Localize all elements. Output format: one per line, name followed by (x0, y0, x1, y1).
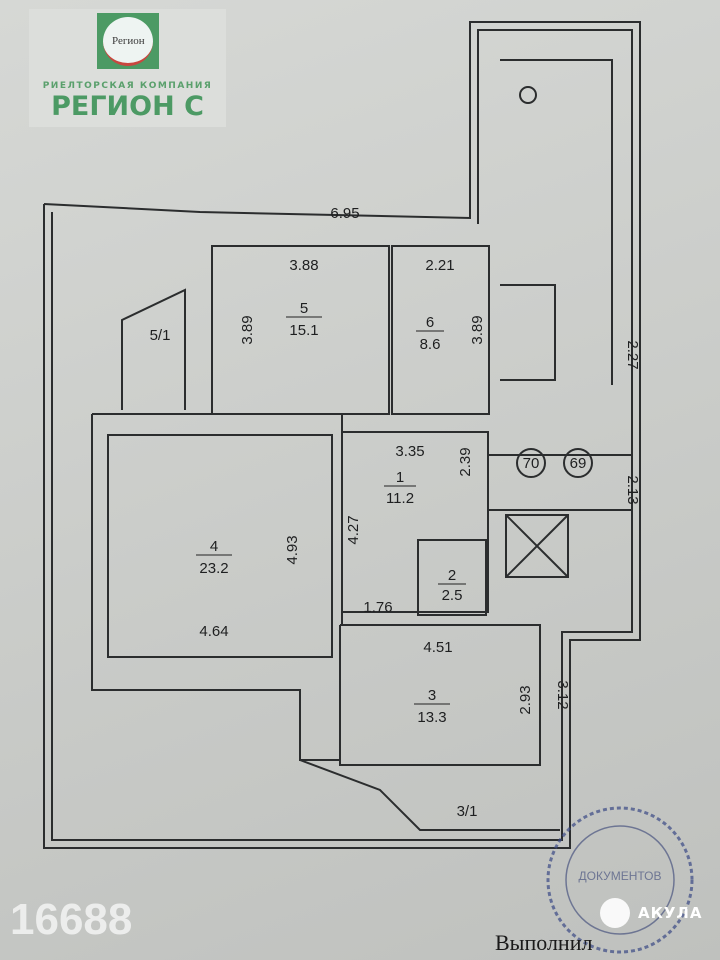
dim-r1-side: 4.27 (345, 515, 362, 544)
brand-watermark: АКУЛА (600, 898, 703, 928)
dim-r1-height: 2.39 (457, 447, 474, 476)
room-2-number: 2 (448, 567, 456, 584)
apt-70-label: 70 (523, 455, 540, 472)
dim-r4-height: 4.93 (284, 535, 301, 564)
room-1-area: 11.2 (386, 490, 414, 507)
room-4-number: 4 (210, 538, 218, 555)
dimension-labels: 6.95 3.88 3.89 2.21 3.89 3.35 2.39 4.27 … (199, 205, 641, 715)
dim-r3-height: 2.93 (517, 685, 534, 714)
dim-r4-width: 4.64 (199, 623, 228, 640)
room-6-area: 8.6 (420, 336, 441, 353)
balcony-3-1-label: 3/1 (457, 803, 478, 820)
agency-logo: Регион РИЕЛТОРСКАЯ КОМПАНИЯ РЕГИОН С (29, 9, 226, 127)
room-6-number: 6 (426, 314, 434, 331)
room-3-area: 13.3 (417, 709, 446, 726)
dim-r1-width: 3.35 (395, 443, 424, 460)
listing-id-watermark: 16688 (10, 895, 133, 944)
room-2-area: 2.5 (442, 587, 463, 604)
room-labels: 1 11.2 2 2.5 3 13.3 4 23.2 5 15.1 6 8.6 … (150, 300, 478, 820)
dim-r6-width: 2.21 (425, 257, 454, 274)
logo-subtitle: РИЕЛТОРСКАЯ КОМПАНИЯ (42, 81, 213, 91)
dim-r6-height: 3.89 (469, 315, 486, 344)
dim-r3-width: 4.51 (423, 639, 452, 656)
apt-69-label: 69 (570, 455, 587, 472)
logo-name: РЕГИОН С (51, 91, 204, 122)
dim-top: 6.95 (330, 205, 359, 222)
logo-emblem: Регион (97, 13, 159, 69)
room-5-area: 15.1 (289, 322, 318, 339)
dim-right-1: 2.27 (624, 340, 641, 369)
dim-r5-width: 3.88 (289, 257, 318, 274)
official-stamp: ДОКУМЕНТОВ (546, 806, 694, 954)
brand-name: АКУЛА (638, 904, 703, 922)
room-4-area: 23.2 (199, 560, 228, 577)
balcony-5-1-label: 5/1 (150, 327, 171, 344)
dim-right-3: 3.12 (554, 680, 571, 709)
walls (43, 21, 641, 849)
apartment-markers: 70 69 (516, 448, 593, 478)
signature-label: Выполнил (495, 930, 593, 955)
dim-r2-width: 1.76 (363, 599, 392, 616)
shark-logo-icon (600, 898, 630, 928)
room-3-number: 3 (428, 687, 436, 704)
room-5-number: 5 (300, 300, 308, 317)
room-1-number: 1 (396, 469, 404, 486)
stamp-text: ДОКУМЕНТОВ (578, 869, 661, 883)
dim-right-2: 2.13 (624, 475, 641, 504)
dim-r5-height: 3.89 (239, 315, 256, 344)
